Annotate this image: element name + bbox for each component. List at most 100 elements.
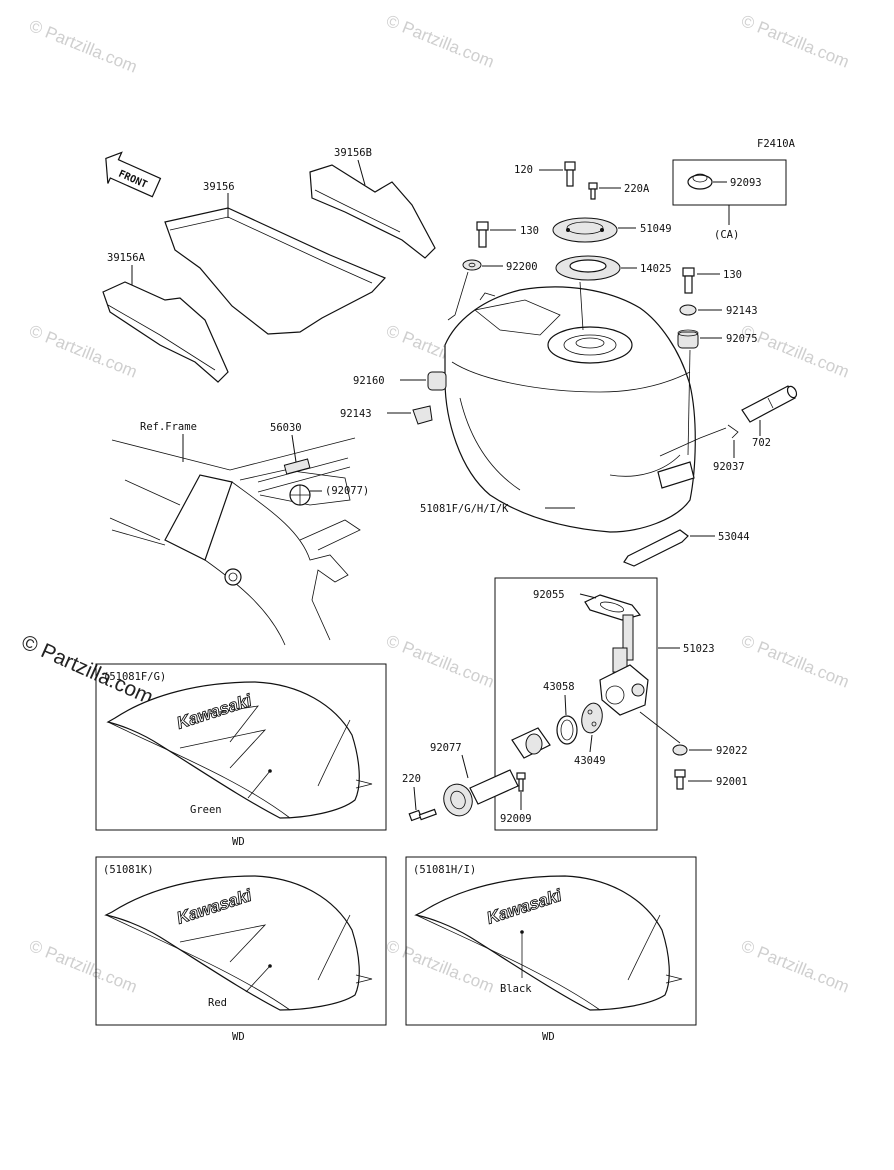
- leader-line: [357, 159, 366, 186]
- leader-line: [447, 271, 469, 321]
- bolt-130: [476, 221, 489, 248]
- watermark-text: © Partzilla.com: [384, 11, 497, 72]
- variant-panel: (51081K) Kawasaki Red WD: [95, 856, 387, 1043]
- part-label-92143b: 92143: [340, 408, 372, 420]
- leader-line: [687, 349, 691, 456]
- cap-ring-14025: [555, 255, 621, 281]
- part-label-43058: 43058: [543, 681, 575, 693]
- clamp-56030: [283, 458, 311, 475]
- part-label-92077-ref: (92077): [325, 485, 369, 497]
- panel-color: Green: [190, 804, 222, 816]
- part-label-92160: 92160: [353, 375, 385, 387]
- part-label-220: 220: [402, 773, 421, 785]
- part-label-51049: 51049: [640, 223, 672, 235]
- ref-frame-label: Ref.Frame: [140, 421, 197, 433]
- watermark-text: © Partzilla.com: [384, 936, 497, 997]
- watermark-text: © Partzilla.com: [27, 16, 140, 77]
- bracket-92077: [511, 727, 551, 759]
- part-label-92093: 92093: [730, 177, 762, 189]
- panel-code: WD: [232, 836, 245, 848]
- damper-92075: [677, 329, 699, 349]
- leader-line: [291, 434, 297, 463]
- part-label-92037: 92037: [713, 461, 745, 473]
- screw-220: [408, 808, 437, 822]
- bolt-92001: [674, 769, 686, 790]
- washer-92022: [672, 744, 688, 756]
- screw-220A: [588, 182, 598, 200]
- front-arrow-icon: FRONT: [105, 151, 162, 198]
- bolt-130-right: [682, 267, 695, 294]
- watermark-text: © Partzilla.com: [739, 321, 852, 382]
- leader-line: [639, 711, 681, 744]
- part-label-39156: 39156: [203, 181, 235, 193]
- part-label-130a: 130: [520, 225, 539, 237]
- grommet-92143-left: [412, 405, 433, 425]
- part-label-92143a: 92143: [726, 305, 758, 317]
- leader-line: [579, 281, 584, 331]
- variant-panel: (51081H/I) Kawasaki Black WD: [405, 856, 697, 1043]
- part-label-702: 702: [752, 437, 771, 449]
- knee-pad-39156A: [102, 281, 229, 383]
- washer-92200: [462, 259, 482, 271]
- panel-code: WD: [542, 1031, 555, 1043]
- panel-title: (51081F/G): [103, 671, 166, 683]
- part-label-92009: 92009: [500, 813, 532, 825]
- leader-line: [461, 754, 469, 779]
- watermark-text: © Partzilla.com: [739, 11, 852, 72]
- bolt-120: [564, 161, 576, 187]
- hose-702: [741, 385, 798, 423]
- part-label-120: 120: [514, 164, 533, 176]
- watermark-text: © Partzilla.com: [739, 631, 852, 692]
- part-label-92022: 92022: [716, 745, 748, 757]
- part-label-43049: 43049: [574, 755, 606, 767]
- part-label-39156A: 39156A: [107, 252, 146, 264]
- watermark-text: © Partzilla.com: [27, 321, 140, 382]
- knee-pad-39156: [164, 207, 387, 335]
- cap-nut-92093: [687, 173, 713, 190]
- panel-title: (51081K): [103, 864, 154, 876]
- frame-reference-drawing: [109, 437, 361, 646]
- figure-code: F2410A: [757, 138, 796, 150]
- watermark-text: © Partzilla.com: [384, 631, 497, 692]
- panel-color: Red: [208, 997, 227, 1009]
- part-label-14025: 14025: [640, 263, 672, 275]
- leader-line: [564, 694, 567, 716]
- fuel-cock-box: [494, 577, 658, 831]
- panel-code: WD: [232, 1031, 245, 1043]
- part-label-39156B: 39156B: [334, 147, 372, 159]
- part-label-51023: 51023: [683, 643, 715, 655]
- part-label-92055: 92055: [533, 589, 565, 601]
- part-label-92001: 92001: [716, 776, 748, 788]
- plate-43049: [581, 702, 603, 734]
- part-label-92077: 92077: [430, 742, 462, 754]
- knee-pad-39156B: [309, 164, 436, 259]
- leader-line: [413, 786, 417, 811]
- part-label-92075: 92075: [726, 333, 758, 345]
- knob-assembly: [443, 769, 519, 817]
- watermark-overlay: © Partzilla.com: [18, 631, 157, 710]
- fuel-cap-51049: [552, 217, 618, 243]
- panel-title: (51081H/I): [413, 864, 476, 876]
- part-label-92200: 92200: [506, 261, 538, 273]
- fuel-cock-51023: [599, 614, 649, 716]
- panel-color: Black: [500, 983, 532, 995]
- watermark-text: © Partzilla.com: [739, 936, 852, 997]
- part-label-130b: 130: [723, 269, 742, 281]
- damper-92160: [427, 371, 447, 391]
- o-ring-43058: [556, 715, 578, 745]
- part-label-220A: 220A: [624, 183, 650, 195]
- leader-line: [589, 734, 593, 753]
- fuel-tank-51081: [444, 286, 696, 533]
- strap-53044: [623, 529, 689, 567]
- washer-92143-right: [679, 304, 697, 316]
- part-label-51081: 51081F/G/H/I/K: [420, 503, 509, 515]
- screw-92009: [516, 772, 526, 792]
- watermark-text: © Partzilla.com: [27, 936, 140, 997]
- clip-92037: [659, 424, 739, 457]
- part-label-53044: 53044: [718, 531, 750, 543]
- variant-note: (CA): [714, 229, 739, 241]
- gasket-92055: [584, 594, 642, 621]
- part-label-56030: 56030: [270, 422, 302, 434]
